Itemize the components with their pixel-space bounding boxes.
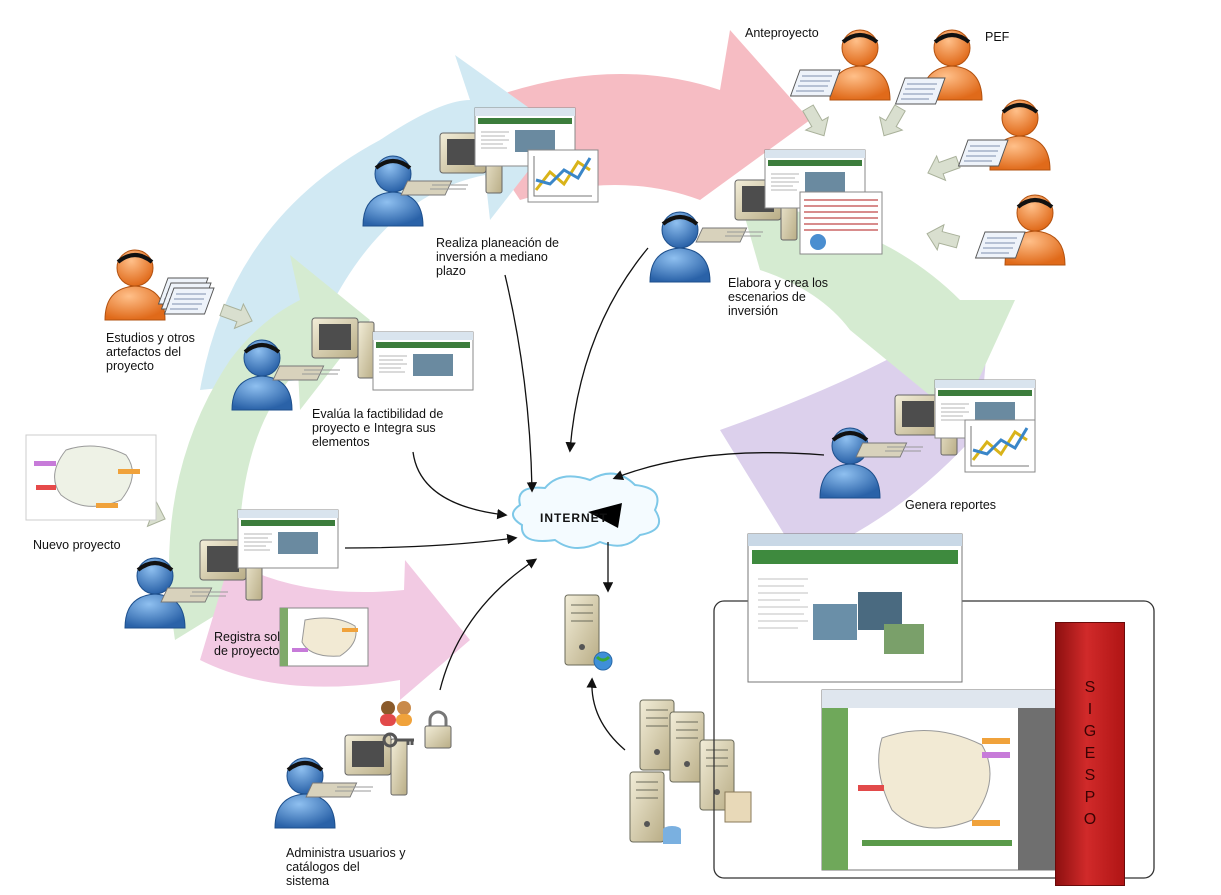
sigespo-letter: S xyxy=(1084,767,1096,784)
map-thumbnail xyxy=(25,434,157,521)
label-pef: PEF xyxy=(985,30,1010,44)
internet-label: INTERNET xyxy=(540,511,608,525)
sigespo-letter: I xyxy=(1087,701,1093,718)
label-estudios: Estudios y otros artefactos del proyecto xyxy=(106,331,195,373)
table-thumb xyxy=(799,191,883,255)
sigespo-letter: E xyxy=(1084,745,1096,762)
sigespo-banner: S I G E S P O xyxy=(1055,622,1125,886)
internet-cloud xyxy=(512,472,660,549)
small-arrow-3 xyxy=(922,149,963,186)
arrow-green-right xyxy=(740,200,1015,420)
person-anteproyecto xyxy=(828,28,892,102)
small-arrow-2 xyxy=(872,101,912,143)
web-server-icon xyxy=(564,594,613,671)
connector-arrows xyxy=(344,247,825,751)
label-realiza: Realiza planeación de inversión a median… xyxy=(436,236,560,278)
sigespo-letter: S xyxy=(1084,679,1096,696)
screenshot-thumb-5 xyxy=(237,509,339,569)
lock-icon xyxy=(424,710,452,749)
chart-icon-2 xyxy=(963,418,1037,474)
label-genera: Genera reportes xyxy=(905,498,997,512)
person-elabora xyxy=(648,210,712,284)
map-screen-thumb xyxy=(279,607,369,667)
label-nuevo-proyecto: Nuevo proyecto xyxy=(33,538,121,552)
small-arrow-4 xyxy=(923,220,962,256)
label-elabora: Elabora y crea los escenarios de inversi… xyxy=(728,276,829,318)
key-icon xyxy=(382,732,414,748)
person-estudios xyxy=(103,248,167,322)
label-evalua: Evalúa la factibilidad de proyecto e Int… xyxy=(312,407,444,449)
chart-icon-1 xyxy=(526,148,600,204)
cloud-black-mark xyxy=(588,503,622,528)
screenshot-thumb-3 xyxy=(372,331,474,391)
database-servers-icon xyxy=(629,699,752,844)
sigespo-letter: O xyxy=(1083,811,1097,828)
system-screenshot-1 xyxy=(747,533,963,683)
document-stack-icon xyxy=(158,277,215,315)
label-anteproyecto: Anteproyecto xyxy=(745,26,819,40)
label-registra: Registra sol de proyecto xyxy=(214,630,280,658)
sigespo-letter: G xyxy=(1083,723,1097,740)
label-administra: Administra usuarios y catálogos del sist… xyxy=(286,846,406,888)
sigespo-letter: P xyxy=(1084,789,1096,806)
system-screenshot-2 xyxy=(821,689,1059,871)
users-icon xyxy=(380,701,412,726)
